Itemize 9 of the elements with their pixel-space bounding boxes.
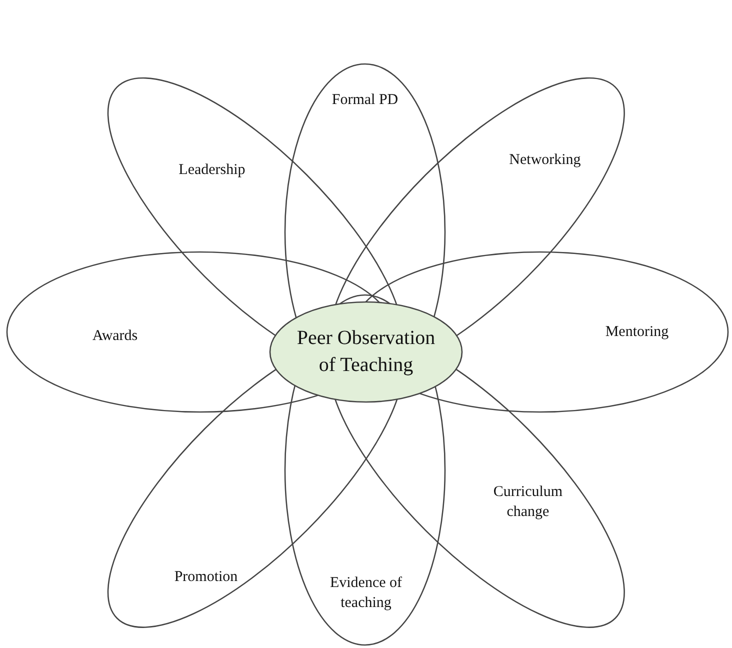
- petal-label: Evidence of teaching: [328, 574, 404, 613]
- petal-label: Awards: [91, 326, 139, 346]
- petal-label: Curriculum change: [492, 482, 564, 522]
- center-label: Peer Observation of Teaching: [296, 326, 436, 378]
- petal-label: Promotion: [173, 568, 239, 587]
- petal-label: Networking: [508, 150, 582, 170]
- petal-label: Mentoring: [604, 322, 670, 342]
- petal-label: Formal PD: [330, 90, 400, 110]
- petal-label: Leadership: [178, 160, 246, 180]
